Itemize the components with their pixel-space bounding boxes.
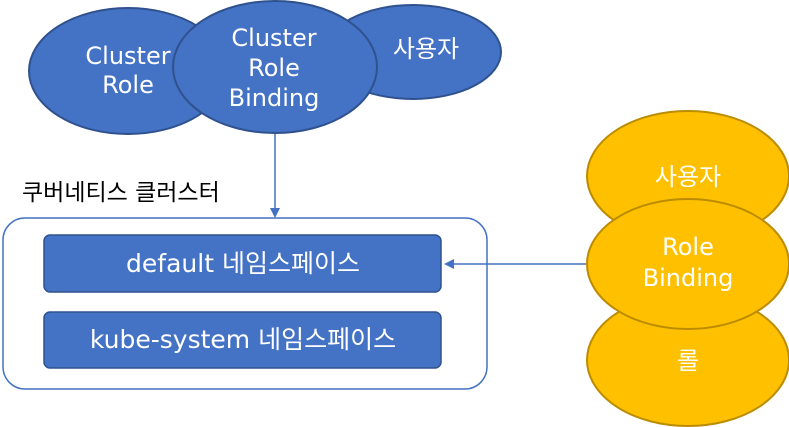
user-top-label: 사용자 [393, 35, 459, 63]
namespace-default-label: default 네임스페이스 [126, 249, 360, 278]
cluster-role-label-line1: Cluster [85, 42, 170, 70]
namespace-kube-system-label: kube-system 네임스페이스 [90, 325, 396, 354]
cluster-role-label-line2: Role [102, 71, 154, 99]
cluster-role-binding-label-line3: Binding [229, 84, 320, 112]
cluster-label: 쿠버네티스 클러스터 [22, 180, 220, 206]
cluster-role-binding-label-line1: Cluster [231, 24, 316, 52]
cluster-role-binding-label-line2: Role [248, 54, 300, 82]
cluster-role-binding-ellipse: Cluster Role Binding [172, 0, 378, 134]
role-binding-ellipse: Role Binding [586, 198, 789, 330]
cluster-role-ellipse: Cluster Role [28, 7, 228, 135]
role-binding-label-line1: Role [662, 233, 714, 261]
role-binding-label-line2: Binding [643, 264, 734, 292]
role-label: 롤 [677, 347, 699, 375]
role-ellipse: 롤 [586, 293, 789, 427]
namespace-kube-system: kube-system 네임스페이스 [43, 311, 442, 369]
namespace-default: default 네임스페이스 [43, 234, 442, 293]
user-right-label: 사용자 [655, 163, 721, 191]
